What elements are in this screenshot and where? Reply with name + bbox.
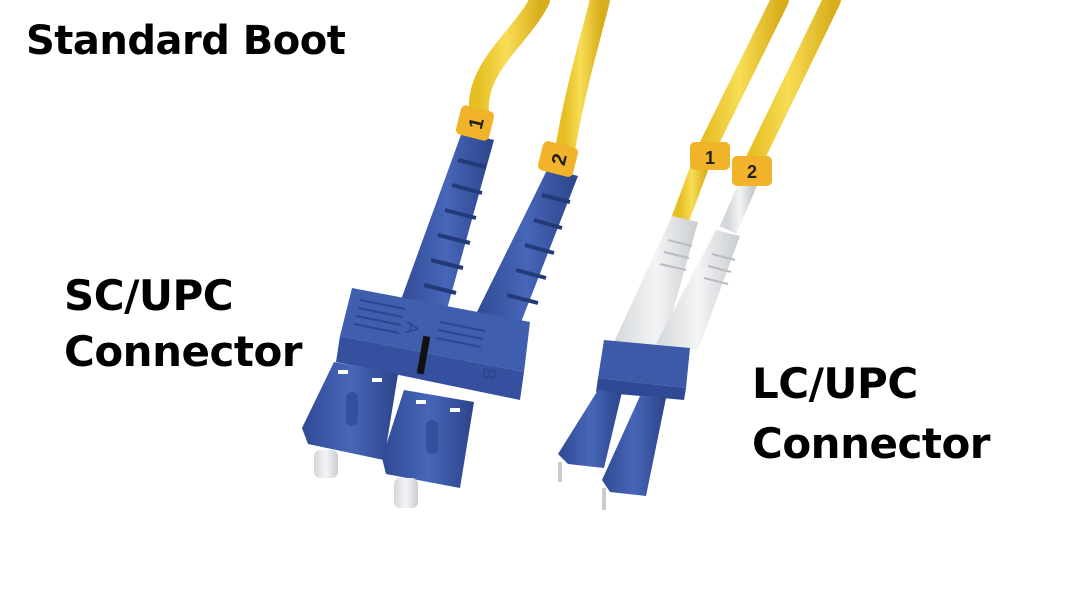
lc-cable-tag-1: 1 xyxy=(690,142,730,170)
sc-cable-tag-2: 2 xyxy=(537,141,579,177)
sc-port-a-label: A xyxy=(401,320,423,335)
sc-plug-a xyxy=(302,362,398,478)
lc-connector-label: LC/UPC Connector xyxy=(752,354,991,474)
svg-text:2: 2 xyxy=(747,162,757,182)
lc-connector-label-line1: LC/UPC xyxy=(752,359,918,408)
page-title: Standard Boot xyxy=(26,18,346,64)
sc-ferrule-b xyxy=(394,478,418,508)
lc-connector-label-line2: Connector xyxy=(752,419,991,468)
sc-plug-b xyxy=(382,390,474,508)
sc-cables xyxy=(468,0,610,160)
svg-text:2: 2 xyxy=(548,151,572,167)
svg-text:1: 1 xyxy=(465,115,489,131)
lc-plug-2 xyxy=(602,396,666,510)
lc-connector-body xyxy=(596,340,690,400)
sc-ferrule-a xyxy=(314,450,338,478)
svg-text:1: 1 xyxy=(705,148,715,168)
lc-boot-2 xyxy=(656,230,740,350)
sc-cable-tag-1: 1 xyxy=(455,105,495,141)
sc-boot-2 xyxy=(474,168,578,330)
sc-port-b-label: B xyxy=(478,366,500,381)
sc-connector-label-line1: SC/UPC xyxy=(64,271,234,320)
lc-boot-1 xyxy=(614,216,698,350)
sc-connector-body: A B xyxy=(336,288,530,400)
lc-cables xyxy=(671,0,841,234)
sc-boot-1 xyxy=(398,132,494,320)
sc-connector-label: SC/UPC Connector xyxy=(64,268,303,380)
lc-plug-1 xyxy=(558,390,622,482)
lc-cable-tag-2: 2 xyxy=(732,156,772,186)
sc-divider-slot xyxy=(416,335,431,375)
sc-connector-label-line2: Connector xyxy=(64,327,303,376)
